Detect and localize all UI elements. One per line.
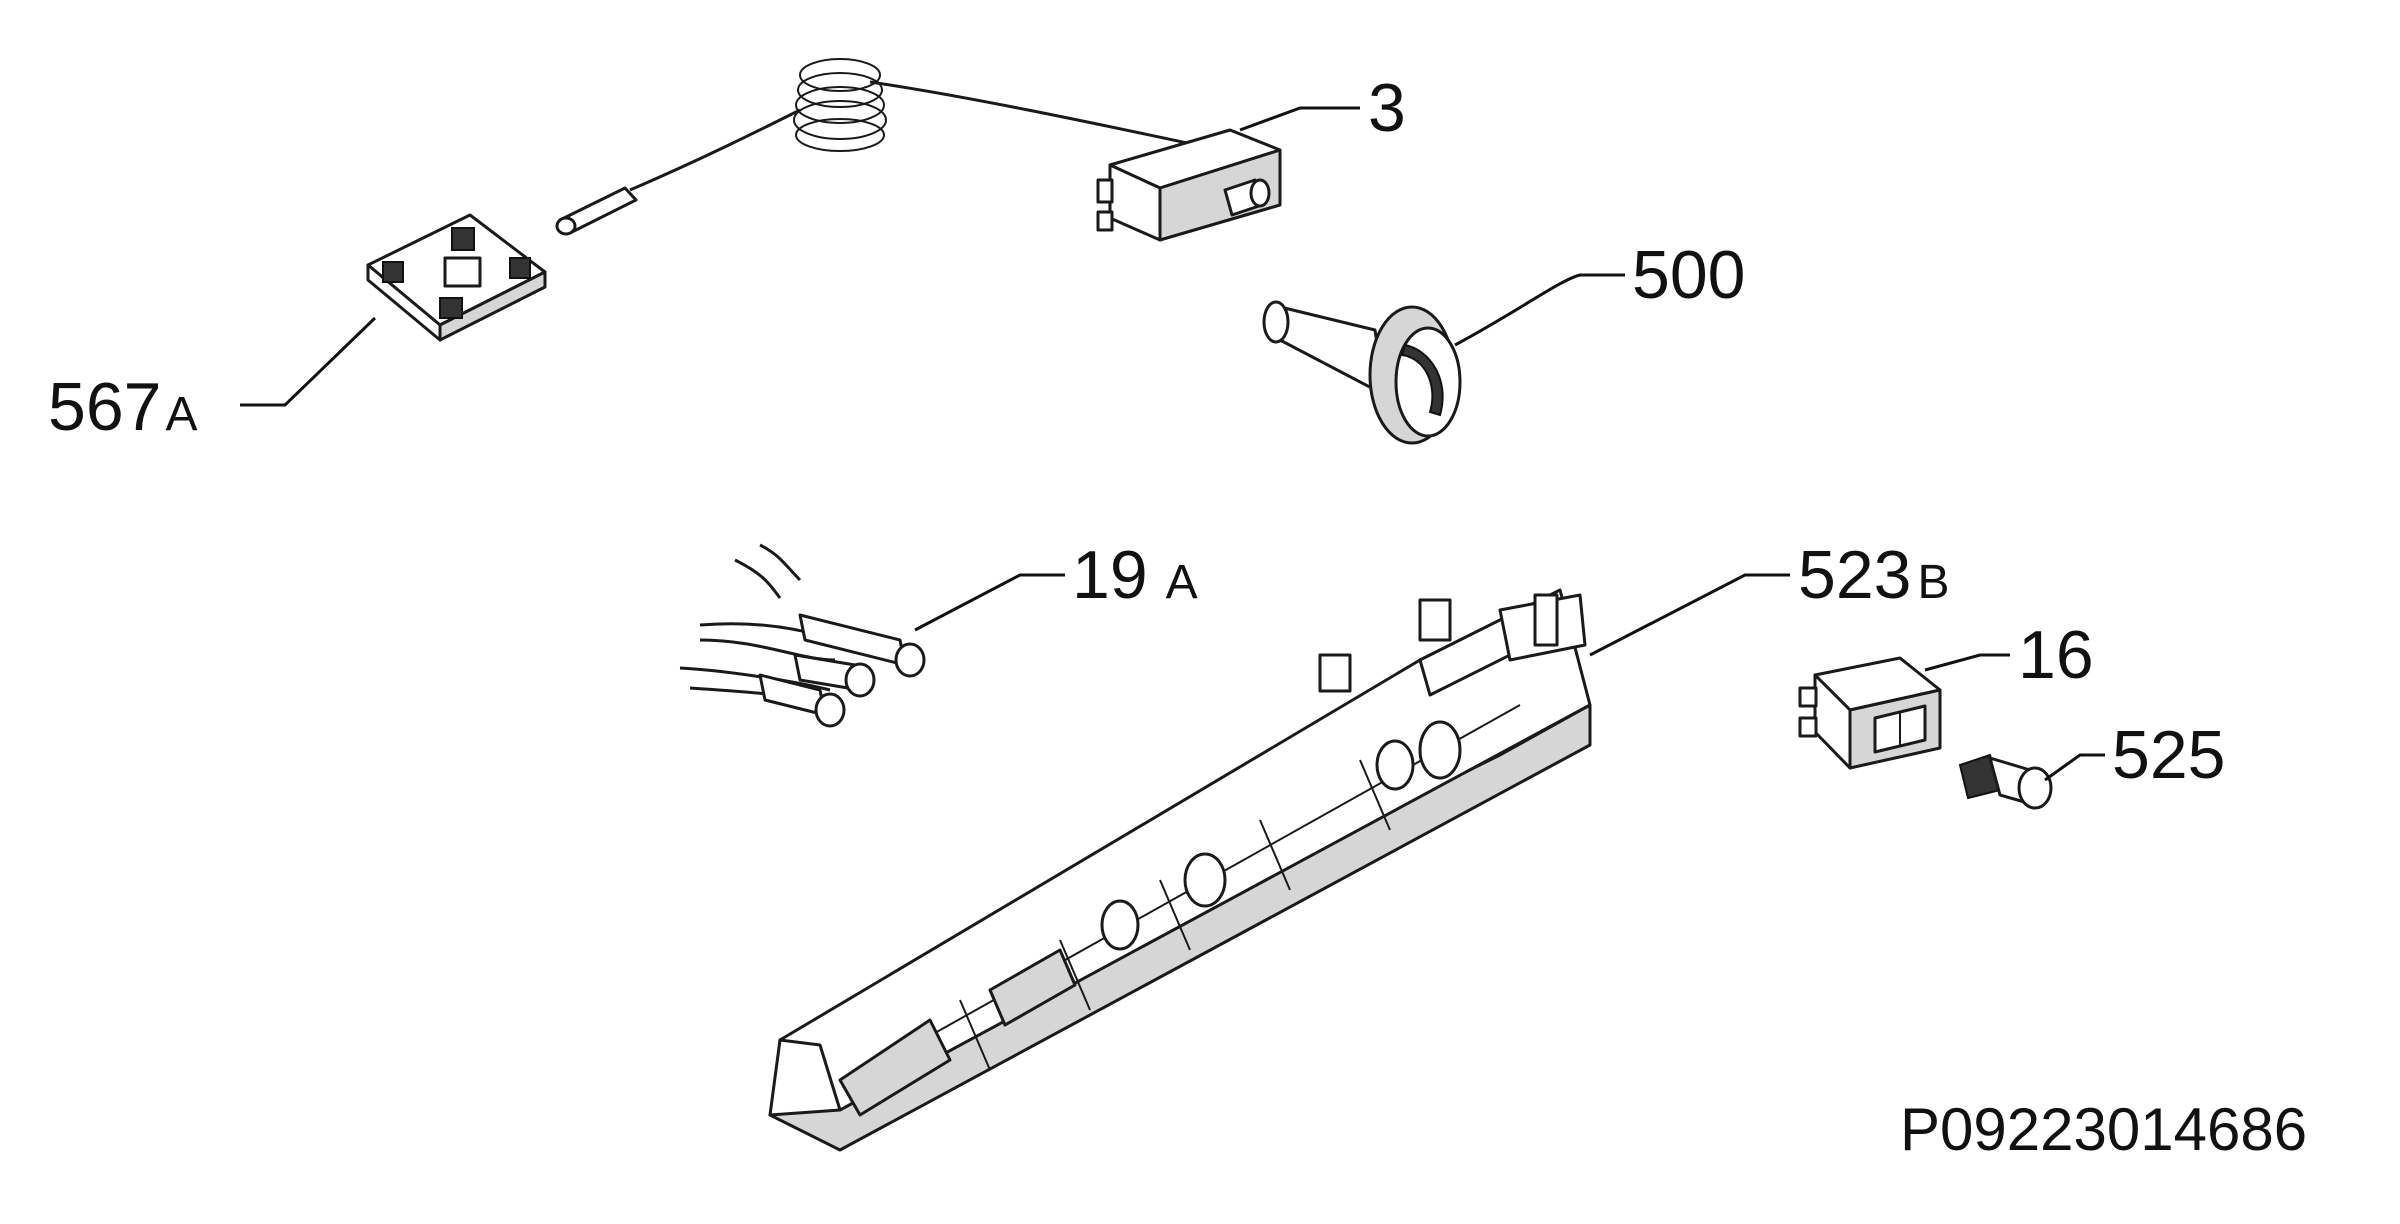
leader-lines <box>240 106 2105 782</box>
callout-567a: 567A <box>48 369 197 445</box>
part-500-knob <box>1262 300 1462 445</box>
svg-text:567A: 567A <box>48 369 197 445</box>
callout-525: 525 <box>2112 717 2225 793</box>
part-523b-housing <box>768 588 1592 1152</box>
part-525-lamp <box>1958 753 2053 810</box>
svg-text:19A: 19A <box>1072 537 1198 613</box>
part-19a-connectors <box>679 543 926 728</box>
callout-500: 500 <box>1632 237 1745 313</box>
part-16-switch <box>1798 656 1942 770</box>
svg-text:3: 3 <box>1368 70 1406 146</box>
svg-text:500: 500 <box>1632 237 1745 313</box>
callout-16: 16 <box>2018 617 2094 693</box>
callout-3: 3 <box>1368 70 1406 146</box>
part-567a-board <box>366 213 547 342</box>
svg-text:16: 16 <box>2018 617 2094 693</box>
drawing-code: P09223014686 <box>1900 1096 2307 1163</box>
svg-text:525: 525 <box>2112 717 2225 793</box>
part-3-thermostat <box>555 58 1282 242</box>
